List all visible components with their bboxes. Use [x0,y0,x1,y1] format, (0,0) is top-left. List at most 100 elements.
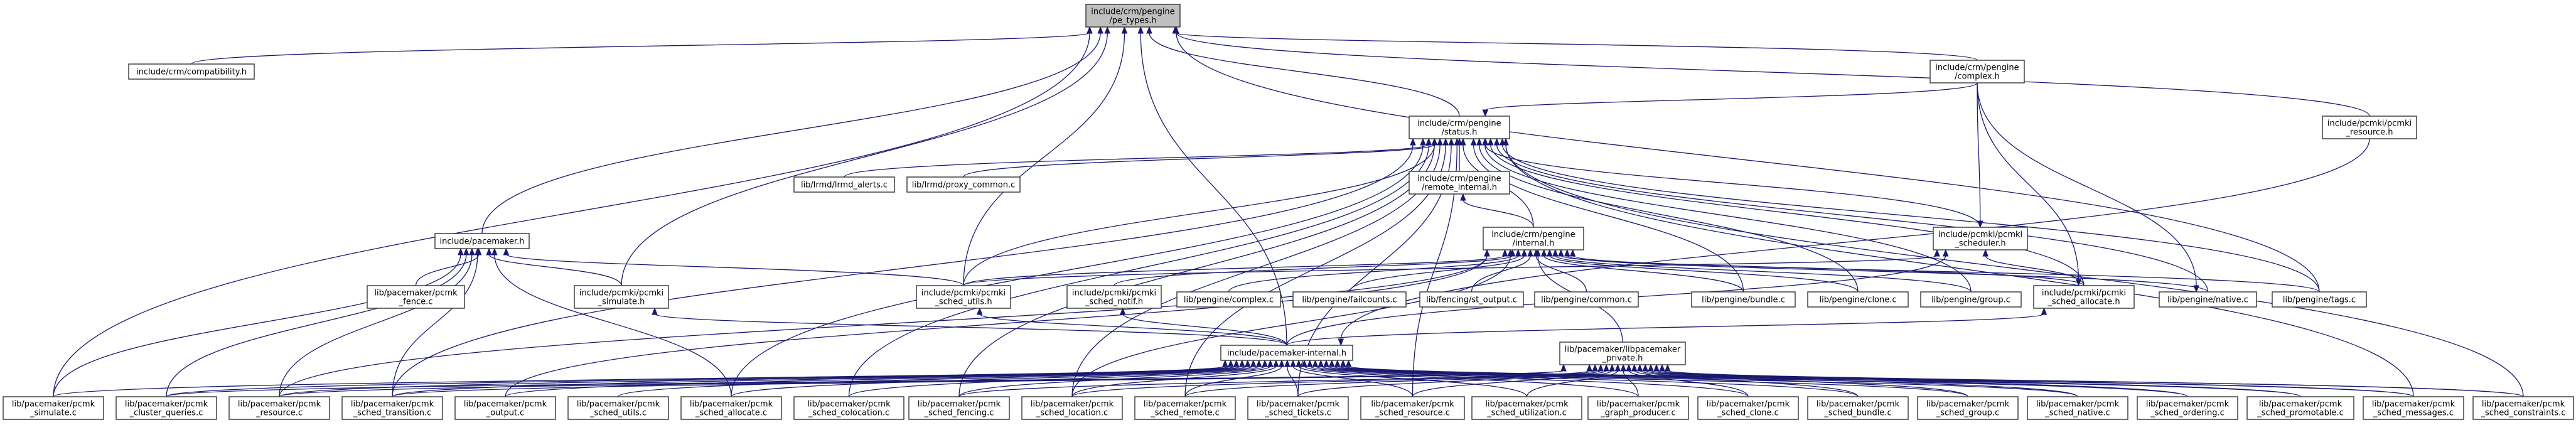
node-b-sorder[interactable]: lib/pacemaker/pcmk_sched_ordering.c [2137,396,2238,420]
node-b-util[interactable]: lib/pacemaker/pcmk_sched_utilization.c [1471,396,1582,420]
node-label: lib/pengine/failcounts.c [1302,296,1397,305]
node-b-scons[interactable]: lib/pacemaker/pcmk_sched_constraints.c [2472,396,2574,420]
node-pm-private[interactable]: lib/pacemaker/libpacemaker_private.h [1559,342,1686,365]
node-b-sresource[interactable]: lib/pacemaker/pcmk_sched_resource.c [1360,396,1465,420]
node-label: lib/pengine/group.c [1931,296,2010,305]
node-b-location[interactable]: lib/pacemaker/pcmk_sched_location.c [1021,396,1123,420]
node-b-sclone[interactable]: lib/pacemaker/pcmk_sched_clone.c [1697,396,1799,420]
edge-b-salloc-to-status [731,137,1426,397]
node-label: _fence.c [399,298,433,307]
node-label: include/crm/compatibility.h [136,68,247,77]
node-pe-common[interactable]: lib/pengine/common.c [1534,291,1639,308]
node-b-salloc[interactable]: lib/pacemaker/pcmk_sched_allocate.c [680,396,782,420]
node-compat[interactable]: include/crm/compatibility.h [128,63,255,80]
node-label: include/crm/pengine [1491,230,1575,240]
node-pcmki-alloc[interactable]: include/pcmki/pcmki_sched_allocate.h [2033,285,2135,309]
edge-pcmki-sched-utils-to-pcmki-scheduler [963,249,1940,286]
node-b-fencing[interactable]: lib/pacemaker/pcmk_sched_fencing.c [908,396,1010,420]
node-label: _sched_fencing.c [924,409,994,418]
node-label: lib/lrmd/lrmd_alerts.c [801,181,888,190]
node-pe-clone[interactable]: lib/pengine/clone.c [1807,291,1909,308]
node-pacemaker-h[interactable]: include/pacemaker.h [434,233,530,249]
node-pe-complex[interactable]: lib/pengine/complex.c [1176,291,1281,308]
node-b-coloc[interactable]: lib/pacemaker/pcmk_sched_colocation.c [793,396,904,420]
node-pe-bundle[interactable]: lib/pengine/bundle.c [1691,291,1796,308]
node-label: _sched_allocate.c [695,409,767,418]
edge-b-scons-to-status [1503,137,2524,397]
edge-b-smsg-to-pm-private [1659,363,2414,397]
node-b-spromo[interactable]: lib/pacemaker/pcmk_sched_promotable.c [2246,396,2354,420]
node-box [1085,4,1181,28]
node-b-tickets[interactable]: lib/pacemaker/pcmk_sched_tickets.c [1247,396,1349,420]
node-box [793,396,904,420]
node-pcmki-sched-utils[interactable]: include/pcmki/pcmki_sched_utils.h [916,285,1011,309]
edge-b-scons-to-pm-private [1665,363,2524,397]
node-label: lib/pacemaker/pcmk [125,400,208,409]
node-b-remote[interactable]: lib/pacemaker/pcmk_sched_remote.c [1134,396,1236,420]
node-frmd[interactable]: lib/lrmd/lrmd_alerts.c [793,176,895,193]
node-label: _sched_location.c [1036,409,1108,418]
node-b-sgroup[interactable]: lib/pacemaker/pcmk_sched_group.c [1917,396,2019,420]
edge-pcmki-alloc-to-status [1488,137,2085,286]
node-label: lib/pacemaker/libpacemaker [1565,345,1681,355]
node-proxy[interactable]: lib/lrmd/proxy_common.c [906,176,1021,193]
edge-pe-native-to-status [1493,137,2209,293]
node-label: lib/pacemaker/pcmk [807,400,891,409]
node-box [2472,396,2574,420]
node-label: _sched_promotable.c [2257,409,2344,418]
edge-frmd-to-status [844,137,1432,178]
node-box [574,285,669,309]
node-box [2027,396,2128,420]
node-b-sutils[interactable]: lib/pacemaker/pcmk_sched_utils.c [567,396,669,420]
node-sched-fence[interactable]: lib/pacemaker/pcmk_fence.c [367,285,465,309]
node-label: _sched_native.c [2044,409,2110,418]
node-pcmki-sim[interactable]: include/pcmki/pcmki_simulate.h [574,285,669,309]
node-pe-internal[interactable]: include/crm/pengine/internal.h [1483,227,1584,250]
edge-pcmki-notif-to-pe-internal [1114,249,1516,286]
node-b-sbundle[interactable]: lib/pacemaker/pcmk_sched_bundle.c [1807,396,1909,420]
node-b-resource[interactable]: lib/pacemaker/pcmk_resource.c [228,396,330,420]
node-label: /pe_types.h [1109,16,1156,26]
node-b-simulate[interactable]: lib/pacemaker/pcmk_simulate.c [3,396,104,420]
node-label: lib/pacemaker/pcmk [2372,400,2455,409]
node-status[interactable]: include/crm/pengine/status.h [1409,116,1510,139]
node-b-graph[interactable]: lib/pacemaker/pcmk_graph_producer.c [1587,396,1689,420]
edge-b-transition-to-pm-private [392,363,1567,397]
node-pe-types[interactable]: include/crm/pengine/pe_types.h [1085,4,1181,28]
node-label: _sched_resource.c [1375,409,1450,418]
node-b-snative[interactable]: lib/pacemaker/pcmk_sched_native.c [2027,396,2128,420]
node-box [1066,285,1162,309]
edge-pe-failcounts-to-pe-internal [1349,249,1528,293]
node-pe-native[interactable]: lib/pengine/native.c [2159,291,2257,308]
node-fencing-output[interactable]: lib/fencing/st_output.c [1419,291,1524,308]
node-label: lib/pacemaker/pcmk [2259,400,2343,409]
edge-b-sgroup-to-pm-internal [1318,359,1968,397]
edge-b-sclone-to-pm-internal [1307,359,1749,397]
node-label: lib/fencing/st_output.c [1426,296,1517,305]
node-pcmki-resource[interactable]: include/pcmki/pcmki_resource.h [2322,116,2417,139]
node-b-transition[interactable]: lib/pacemaker/pcmk_sched_transition.c [341,396,443,420]
node-b-output[interactable]: lib/pacemaker/pcmk_output.c [454,396,556,420]
node-label: lib/pacemaker/pcmk [1926,400,2010,409]
edge-b-sresource-to-pm-private [1412,363,1616,397]
edge-b-sresource-to-pm-internal [1290,359,1414,397]
node-b-cluster[interactable]: lib/pacemaker/pcmk_cluster_queries.c [115,396,217,420]
node-label: _cluster_queries.c [129,409,203,418]
node-box [1691,291,1796,308]
node-label: lib/pacemaker/pcmk [1257,400,1340,409]
node-remote-int[interactable]: include/crm/pengine/remote_internal.h [1409,171,1510,195]
node-complex[interactable]: include/crm/pengine/complex.h [1929,60,2025,83]
node-pe-tags[interactable]: lib/pengine/tags.c [2272,291,2367,308]
edge-pe-tags-to-pe-types [1173,26,2320,293]
node-pcmki-notif[interactable]: include/pcmki/pcmki_sched_notif.h [1066,285,1162,309]
node-label: lib/pacemaker/pcmk [351,400,434,409]
edge-b-tickets-to-pm-internal [1284,359,1299,397]
node-pe-failcounts[interactable]: lib/pengine/failcounts.c [1292,291,1407,308]
node-pcmki-scheduler[interactable]: include/pcmki/pcmki_scheduler.h [1933,227,2028,250]
edge-b-resource-to-pm-internal [279,359,1240,397]
node-pm-internal[interactable]: include/pacemaker-internal.h [1220,345,1353,361]
node-b-smsg[interactable]: lib/pacemaker/pcmk_sched_messages.c [2363,396,2464,420]
node-pe-group[interactable]: lib/pengine/group.c [1920,291,2022,308]
node-label: _resource.h [2345,128,2393,137]
edge-pcmki-scheduler-to-status [1482,137,1981,228]
